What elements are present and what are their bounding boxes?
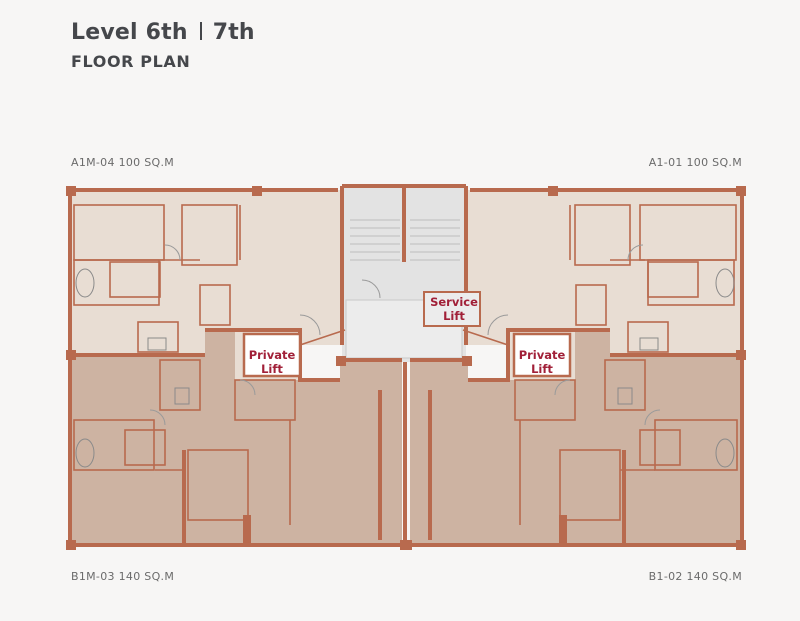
- unit-b1-02: [410, 330, 742, 545]
- private-lift-right: [512, 332, 572, 378]
- service-lift-label-line1: Service: [430, 295, 478, 309]
- page-subtitle: FLOOR PLAN: [71, 52, 191, 71]
- unit-label-a1m-04: A1M-04 100 SQ.M: [71, 156, 175, 169]
- private-lift-left-label-line2: Lift: [261, 362, 283, 376]
- column-blocks: [66, 186, 746, 550]
- main-walls: [68, 184, 744, 547]
- core-area: [342, 186, 466, 362]
- unit-label-a1-01: A1-01 100 SQ.M: [648, 156, 742, 169]
- fixtures: [75, 268, 735, 468]
- service-lift: [423, 291, 481, 327]
- level-label-a: Level 6th: [71, 20, 188, 45]
- private-lift-left-label-line1: Private: [249, 348, 296, 362]
- unit-label-b1-02: B1-02 140 SQ.M: [648, 570, 742, 583]
- private-lift-right-label-line2: Lift: [531, 362, 553, 376]
- service-lift-label-line2: Lift: [443, 309, 465, 323]
- private-lift-left: [242, 332, 302, 378]
- unit-b1m-03: [70, 330, 402, 545]
- page-title: Level 6th 7th: [71, 20, 255, 45]
- title-divider: [199, 22, 202, 40]
- door-swings: [149, 244, 661, 426]
- unit-label-b1m-03: B1M-03 140 SQ.M: [71, 570, 175, 583]
- level-label-b: 7th: [212, 20, 255, 45]
- private-lift-right-label-line1: Private: [519, 348, 566, 362]
